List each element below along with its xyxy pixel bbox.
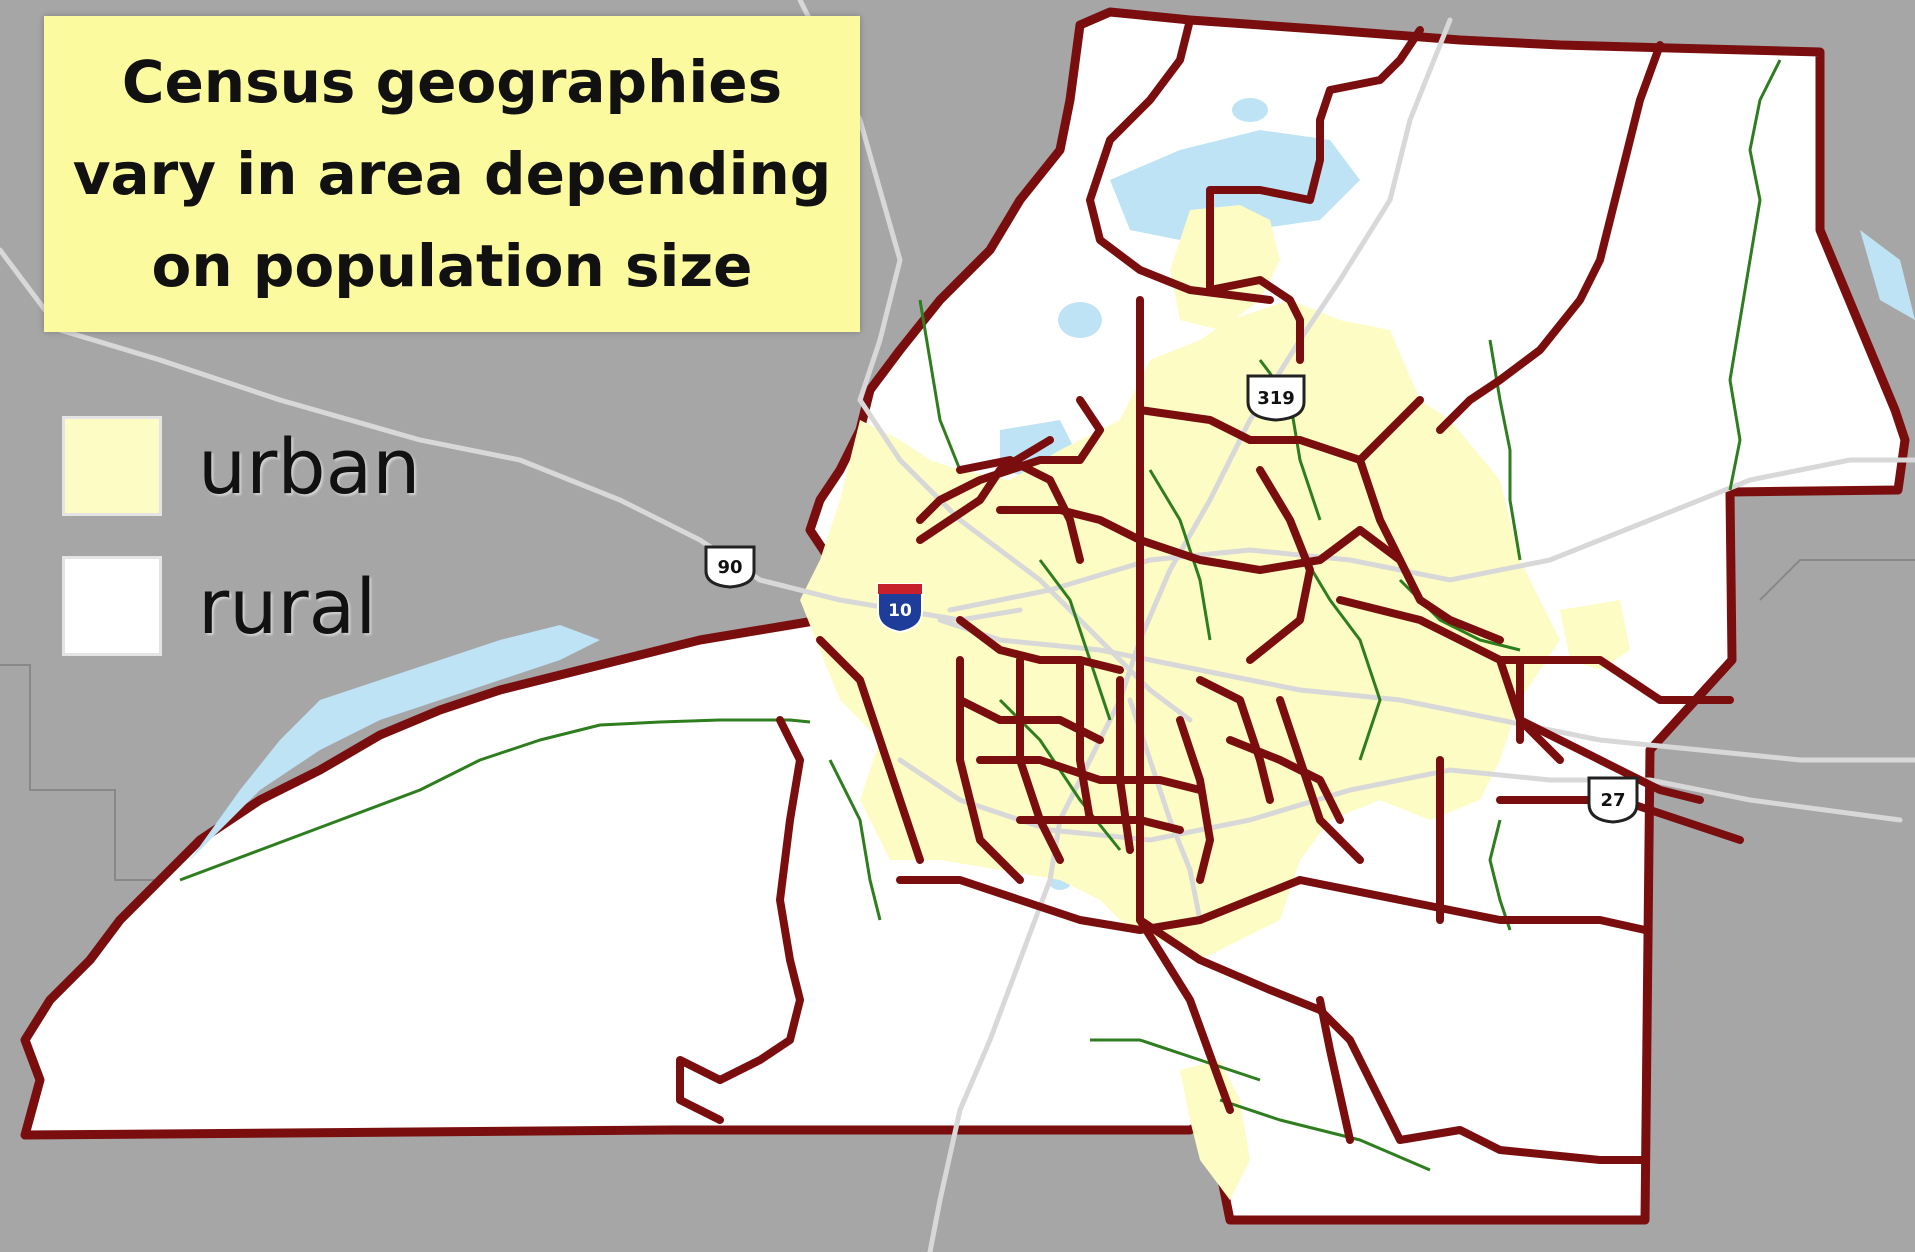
legend-item-urban: urban: [62, 416, 420, 516]
legend-item-rural: rural: [62, 556, 376, 656]
urban-area-east: [1560, 600, 1630, 670]
shield-us-319-label: 319: [1257, 388, 1295, 409]
title-line-3: on population size: [151, 232, 753, 300]
shield-us-27-label: 27: [1600, 790, 1625, 811]
title-box: Census geographies vary in area dependin…: [44, 16, 860, 332]
outer-county-lines: [0, 559, 1915, 881]
urban-area-south: [1180, 1060, 1250, 1200]
legend-label-urban: urban: [198, 421, 421, 511]
shield-us-90: 90: [704, 545, 756, 589]
shield-interstate-10: 10: [877, 583, 923, 634]
urban-area: [800, 300, 1560, 960]
legend-label-rural: rural: [198, 561, 377, 651]
shield-us-319: 319: [1246, 374, 1306, 422]
shield-interstate-10-label: 10: [888, 601, 912, 621]
tract-boundaries: [676, 16, 1744, 1164]
title-line-1: Census geographies: [121, 48, 783, 116]
legend-swatch-rural: [62, 556, 162, 656]
legend-swatch-urban: [62, 416, 162, 516]
title-line-2: vary in area depending: [72, 140, 832, 208]
shield-us-90-label: 90: [717, 557, 742, 578]
shield-us-27: 27: [1587, 776, 1639, 824]
